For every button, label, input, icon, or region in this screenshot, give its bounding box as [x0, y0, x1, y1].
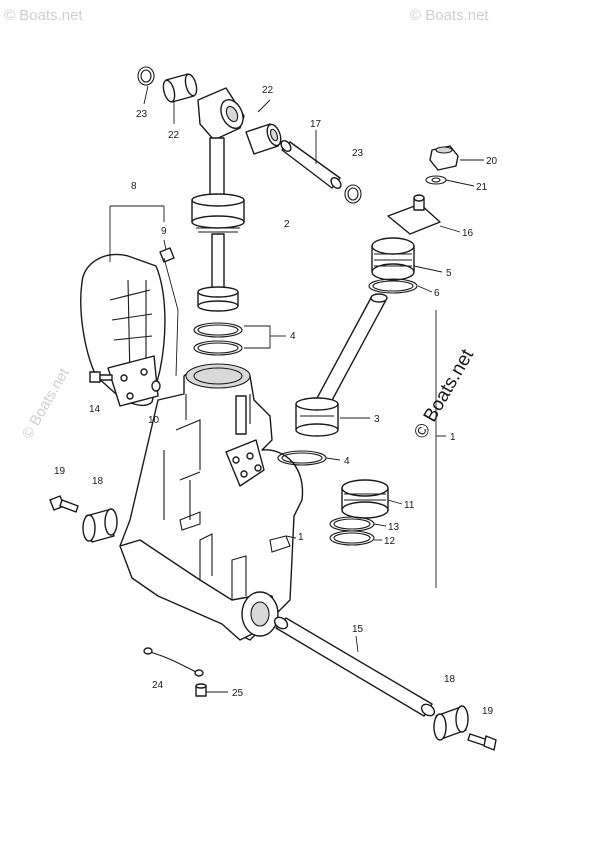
callout-25: 25: [232, 688, 244, 699]
shaft-15: [273, 616, 436, 717]
bushing-18-left: [82, 508, 118, 543]
callout-9: 9: [161, 226, 167, 237]
bolt-14: [89, 371, 113, 383]
callout-4-upper: 4: [290, 331, 296, 342]
callout-17: 17: [310, 119, 322, 130]
bolt-19-right: [467, 733, 497, 751]
bushing-9: [159, 247, 175, 263]
callout-23-right: 23: [352, 148, 364, 159]
callout-1-right: 1: [450, 432, 456, 443]
o-ring-6: [368, 278, 418, 294]
callout-24: 24: [152, 680, 164, 691]
o-rings-4-upper: [193, 322, 243, 356]
callout-1-body: 1: [298, 532, 304, 543]
cylinder-cap-5: [371, 237, 415, 281]
callout-8: 8: [131, 181, 137, 192]
bolt-19-left: [49, 495, 79, 513]
ring-13: [329, 516, 375, 532]
callout-14: 14: [89, 404, 101, 415]
callout-20: 20: [486, 156, 498, 167]
callout-5: 5: [446, 268, 452, 279]
callout-18-left: 18: [92, 476, 104, 487]
bond-wire-24: [143, 647, 204, 677]
washer-21: [425, 175, 447, 185]
valve-16: [387, 194, 441, 235]
callout-10: 10: [148, 415, 160, 426]
circlip-23-right: [344, 184, 362, 204]
cylinder-body-1: [119, 363, 304, 641]
callout-22-right: 22: [262, 85, 274, 96]
corner-watermark: © Boats.net: [4, 7, 83, 24]
screw-25: [195, 683, 207, 697]
callout-15: 15: [352, 624, 364, 635]
nut-20: [429, 145, 459, 171]
side-watermark: © Boats.net: [19, 365, 73, 442]
callout-3: 3: [374, 414, 380, 425]
corner-watermark-right: © Boats.net: [410, 7, 489, 24]
boats-net-watermark: © Boats.net: [410, 345, 478, 442]
leader-lines: [109, 85, 484, 693]
pin-17: [280, 140, 342, 189]
piston-11: [341, 479, 389, 519]
callout-6: 6: [434, 288, 440, 299]
callout-labels: 8 9 10 14 23 22 22 17 23 2 4 20 21 16 5 …: [54, 85, 498, 717]
circlip-23-top: [137, 66, 155, 86]
callout-12: 12: [384, 536, 396, 547]
washer-10: [151, 380, 161, 392]
callout-18-right: 18: [444, 674, 456, 685]
callout-16: 16: [462, 228, 474, 239]
callout-11: 11: [404, 500, 415, 511]
side-cover-8: [80, 253, 166, 407]
callout-4-lower: 4: [344, 456, 350, 467]
bushing-22-right: [245, 123, 282, 155]
callout-21: 21: [476, 182, 488, 193]
callout-2: 2: [284, 219, 290, 230]
bushing-18-right: [433, 705, 469, 741]
callout-23-top: 23: [136, 109, 148, 120]
callout-19-left: 19: [54, 466, 66, 477]
callout-22-top: 22: [168, 130, 180, 141]
bushing-22-top: [162, 73, 198, 103]
tilt-rod-3: [295, 293, 388, 437]
trim-rod-2: [191, 87, 245, 312]
callout-19-right: 19: [482, 706, 494, 717]
callout-13: 13: [388, 522, 400, 533]
ring-12: [329, 530, 375, 546]
